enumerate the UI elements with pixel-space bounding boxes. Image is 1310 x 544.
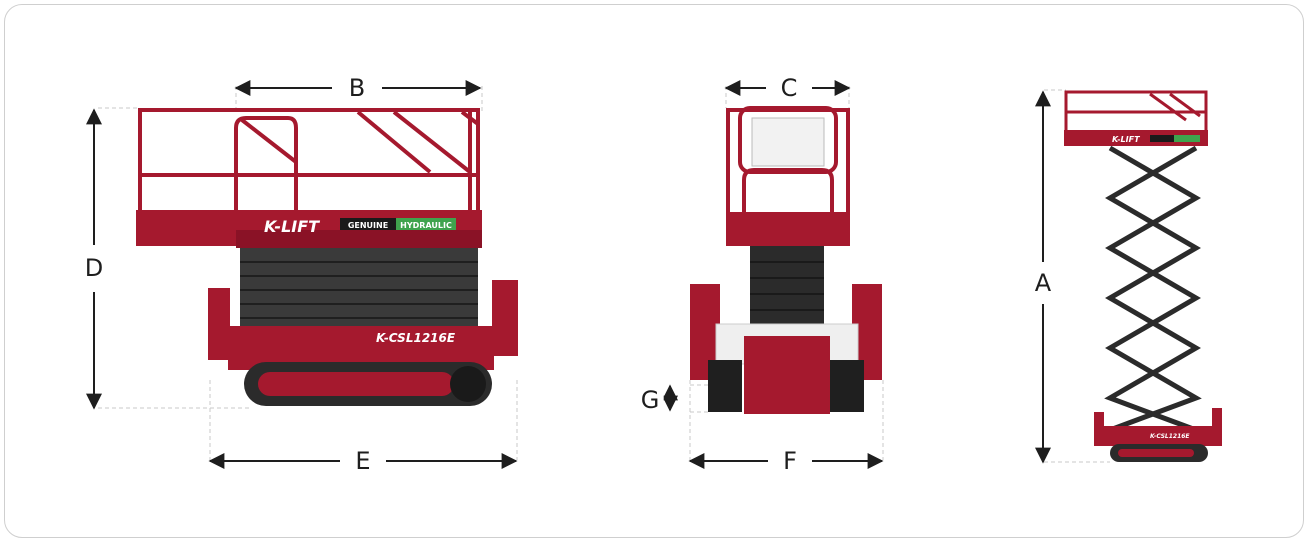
side-tag-genuine: GENUINE xyxy=(348,221,388,230)
elevated-tag-hydraulic-bg xyxy=(1174,135,1200,142)
elevated-guardrail xyxy=(1064,90,1208,132)
dimension-label-b: B xyxy=(344,75,370,101)
elevated-scissor-arms xyxy=(1104,145,1202,433)
side-outrigger-right xyxy=(492,280,518,356)
side-logo: K-LIFT xyxy=(264,217,320,236)
elevated-outrigger-left xyxy=(1094,412,1104,446)
elevated-tag-genuine-bg xyxy=(1150,135,1174,142)
elevated-outrigger-right xyxy=(1212,408,1222,446)
front-track-left xyxy=(708,360,742,412)
front-view xyxy=(662,80,884,469)
side-guardrail xyxy=(138,108,480,212)
dimension-label-g: G xyxy=(636,387,664,413)
side-tag-hydraulic-bg xyxy=(396,218,456,230)
dimension-label-f: F xyxy=(779,448,801,474)
dimension-label-e: E xyxy=(351,448,375,474)
elevated-view: K-LIFT K-CSL1216E xyxy=(1035,89,1222,464)
side-scissor-lines xyxy=(240,261,478,319)
front-track-right xyxy=(830,360,864,412)
front-guardrail xyxy=(726,106,850,215)
front-scissor-lines xyxy=(750,261,824,311)
dimension-label-d: D xyxy=(80,255,108,281)
front-platform-deck xyxy=(726,212,850,246)
elevated-chassis xyxy=(1102,426,1214,446)
elevated-guides xyxy=(1044,89,1110,463)
side-drive-sprocket xyxy=(450,366,486,402)
side-tag-genuine-bg xyxy=(340,218,396,230)
front-control-panel xyxy=(751,117,825,167)
side-model: K-CSL1216E xyxy=(376,331,456,345)
dimension-label-c: C xyxy=(776,75,802,101)
elevated-logo: K-LIFT xyxy=(1112,135,1140,144)
side-outrigger-left xyxy=(208,288,230,360)
side-view: K-LIFT GENUINE HYDRAULIC K-CSL1216E xyxy=(86,80,518,469)
front-chassis-body xyxy=(744,336,830,414)
side-deck-shadow xyxy=(236,230,482,248)
elevated-model: K-CSL1216E xyxy=(1150,433,1190,440)
side-guides xyxy=(98,86,518,460)
front-scissor-stack xyxy=(750,246,824,336)
dimension-label-a: A xyxy=(1030,270,1056,296)
elevated-track-frame xyxy=(1118,449,1194,457)
side-tag-hydraulic: HYDRAULIC xyxy=(400,221,452,230)
side-track-frame xyxy=(258,372,454,396)
